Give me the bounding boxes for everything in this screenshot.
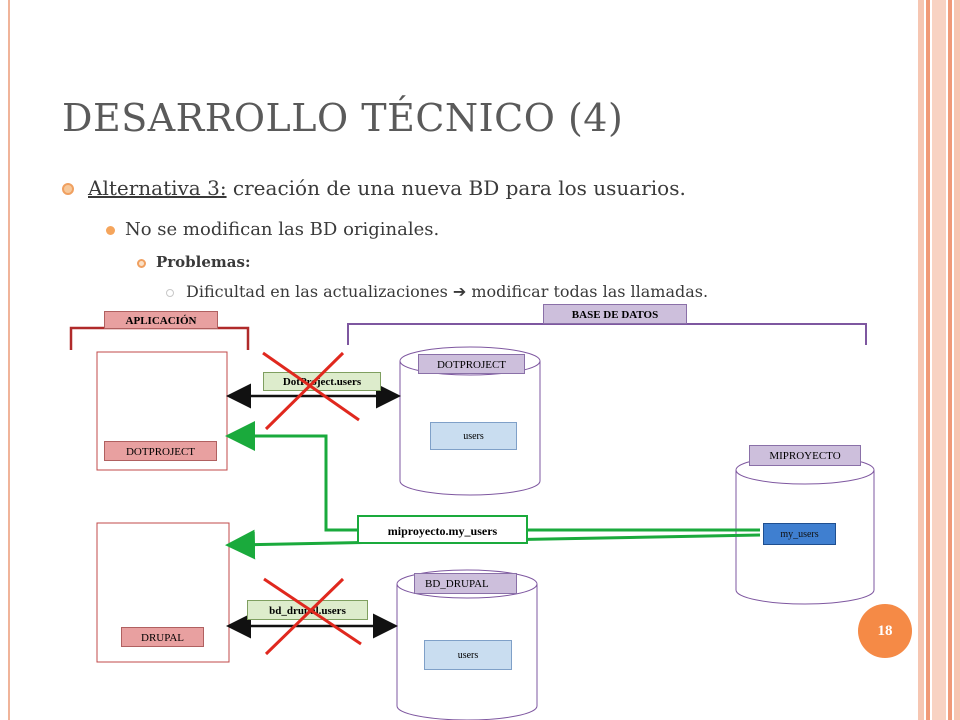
link-label-bd-drupal-users: bd_drupal.users — [247, 600, 368, 620]
table-box-drupal-users: users — [424, 640, 512, 670]
decor-stripe-3 — [932, 0, 946, 720]
decor-stripe-4 — [948, 0, 952, 720]
bullet-icon — [62, 183, 74, 195]
group-label-aplicacion: APLICACIÓN — [104, 311, 218, 329]
green-link-dotproject — [225, 421, 760, 532]
bullet-level-1: Alternativa 3: creación de una nueva BD … — [88, 176, 686, 200]
table-box-my-users: my_users — [763, 523, 836, 545]
bullet-icon — [166, 289, 174, 297]
decor-stripe-5 — [954, 0, 960, 720]
bullet-level-2: No se modifican las BD originales. — [125, 219, 440, 240]
bullet-level-3: Problemas: — [156, 253, 251, 271]
bullet-1-text: creación de una nueva BD para los usuari… — [226, 176, 686, 200]
bullet-level-4: Dificultad en las actualizaciones ➔ modi… — [186, 282, 708, 301]
group-label-base-de-datos: BASE DE DATOS — [543, 304, 687, 324]
app-group-bracket — [69, 326, 250, 350]
db-label-dotproject: DOTPROJECT — [418, 354, 525, 374]
link-label-miproyecto-my-users: miproyecto.my_users — [357, 515, 528, 544]
page-number-badge: 18 — [858, 604, 912, 658]
slide-title: DESARROLLO TÉCNICO (4) — [62, 96, 624, 140]
decor-stripe-1 — [918, 0, 924, 720]
arrow-icon: ➔ — [452, 282, 467, 301]
bullet-4-text-a: Dificultad en las actualizaciones — [186, 282, 453, 301]
db-group-bracket — [347, 323, 867, 345]
db-label-bd-drupal: BD_DRUPAL — [414, 573, 517, 594]
db-label-miproyecto: MIPROYECTO — [749, 445, 861, 466]
app-label-drupal: DRUPAL — [121, 627, 204, 647]
decor-stripe-2 — [926, 0, 930, 720]
table-box-dotproject-users: users — [430, 422, 517, 450]
bullet-icon — [137, 259, 146, 268]
link-label-dotproject-users: DotProject.users — [263, 372, 381, 391]
decor-left-line — [0, 0, 10, 720]
bullet-4-text-b: modificar todas las llamadas. — [466, 282, 709, 301]
bullet-1-label: Alternativa 3: — [88, 176, 227, 200]
app-label-dotproject: DOTPROJECT — [104, 441, 217, 461]
bullet-icon — [106, 226, 115, 235]
